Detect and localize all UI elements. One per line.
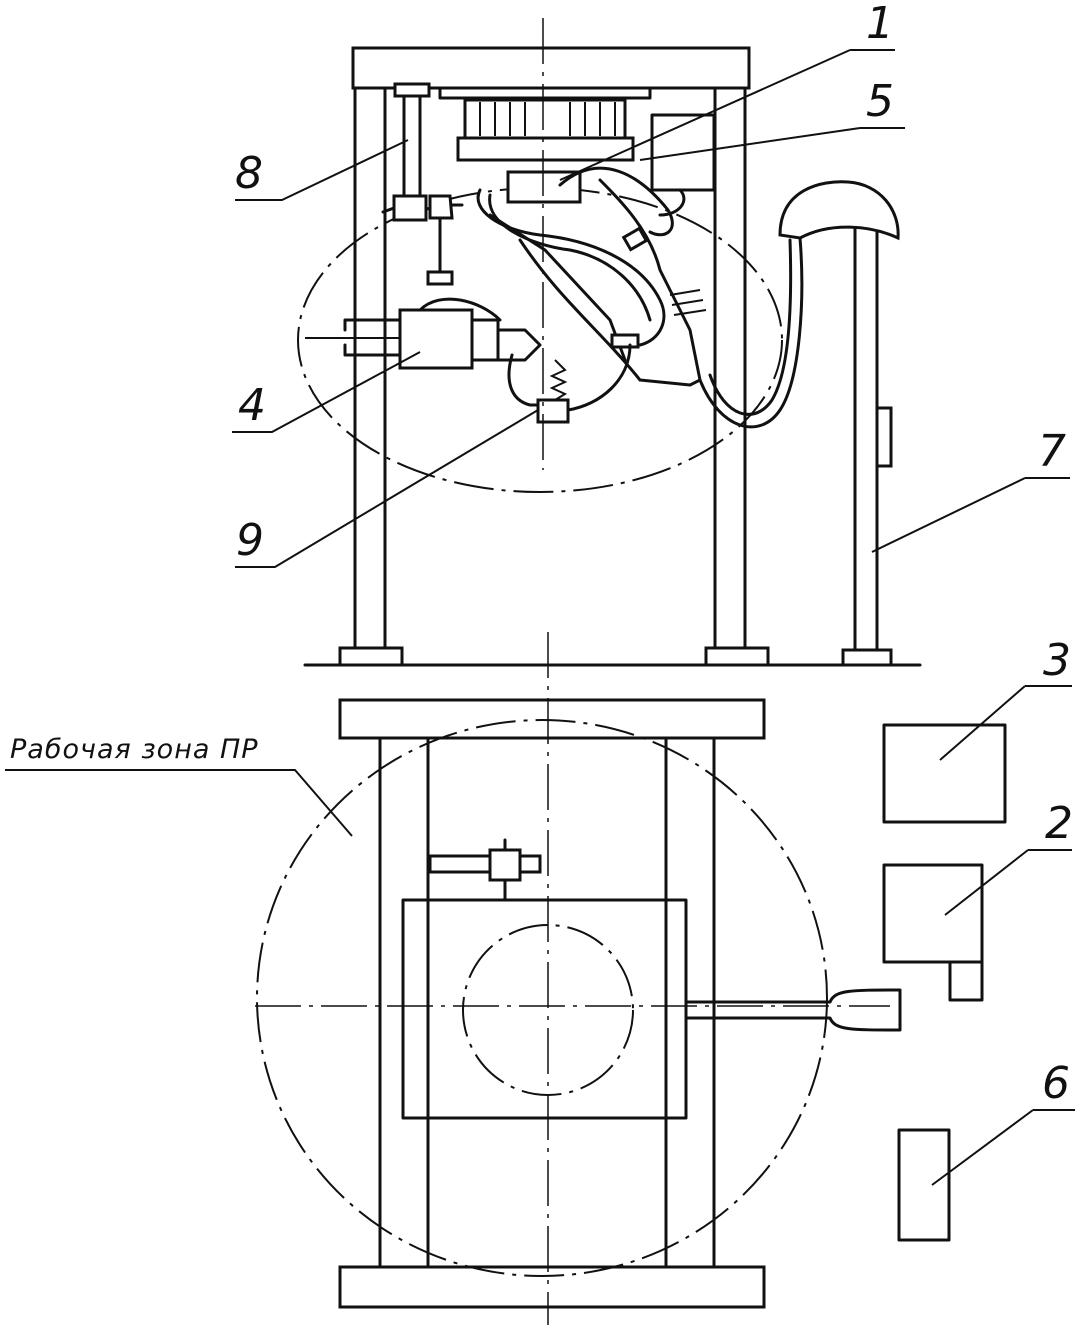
sensor-hose <box>507 353 552 407</box>
callout-labels: 1 2 3 4 5 6 7 8 9 Рабочая зона ПР <box>10 0 1073 1109</box>
callout-4: 4 <box>238 380 266 431</box>
stand-7-hose-inner <box>708 238 793 416</box>
plan-robot-hub <box>488 848 522 882</box>
callout-5: 5 <box>866 76 894 127</box>
unit-3 <box>882 723 1007 824</box>
leader-lines <box>5 49 1075 1186</box>
leader-9 <box>235 409 539 568</box>
stand-7-panel <box>875 406 893 468</box>
gripper-wrist <box>496 328 542 362</box>
mount-plate <box>438 86 652 100</box>
plan-robot-arm <box>428 854 542 874</box>
leader-7 <box>871 477 1070 553</box>
leader-8 <box>235 139 409 201</box>
column-8-cap <box>393 82 431 98</box>
frame-column-right <box>713 86 747 650</box>
plan-view <box>255 632 1007 1325</box>
unit-6 <box>897 1128 951 1242</box>
callout-8: 8 <box>235 148 263 199</box>
arm-link-2 <box>518 238 642 382</box>
cabinet-5 <box>650 113 716 192</box>
callout-3: 3 <box>1043 635 1071 686</box>
stand-7-hose-outer <box>698 236 804 429</box>
spring-plates <box>669 289 707 316</box>
callout-7: 7 <box>1038 426 1066 477</box>
leader-zone <box>5 769 353 837</box>
leader-2 <box>944 849 1072 916</box>
leader-1 <box>559 49 895 181</box>
column-foot-right <box>704 646 770 667</box>
plan-top-beam <box>338 698 766 740</box>
unit-2-attachment <box>948 960 984 1002</box>
working-envelope-side <box>297 187 783 493</box>
gripper-hose <box>418 297 502 322</box>
frame-column-left <box>353 86 387 650</box>
leader-6 <box>931 1109 1075 1186</box>
column-foot-left <box>338 646 404 667</box>
stand-7-foot <box>841 648 893 667</box>
stand-7-hood <box>778 180 900 241</box>
leader-3 <box>939 685 1072 761</box>
plan-bottom-beam <box>338 1265 766 1309</box>
small-valve <box>428 194 454 220</box>
callout-6: 6 <box>1042 1058 1070 1109</box>
stand-7 <box>853 220 879 652</box>
elevation-view <box>297 18 922 667</box>
leader-5 <box>639 127 905 161</box>
hose-loop <box>558 166 674 237</box>
work-table <box>401 898 688 1120</box>
hose-clamp <box>621 226 649 252</box>
callout-1: 1 <box>866 0 894 49</box>
callout-9: 9 <box>236 515 264 566</box>
gripper-jaws <box>343 318 402 357</box>
column-8-rod <box>402 94 422 198</box>
sensor-hose-2 <box>566 343 632 412</box>
plan-column-left <box>378 736 430 1269</box>
arm-base <box>638 378 702 387</box>
working-zone-circle <box>256 719 828 1277</box>
arm-rear <box>598 178 702 382</box>
gripper-coupling <box>470 318 500 362</box>
rotary-unit-ribs <box>479 102 616 136</box>
callout-2: 2 <box>1045 798 1073 849</box>
rotary-unit <box>463 98 627 140</box>
unit-2 <box>882 863 984 964</box>
column-8-block <box>392 194 428 222</box>
small-valve-foot <box>426 270 454 286</box>
robot-carriage <box>456 136 635 162</box>
cabinet-5-cable <box>658 188 686 217</box>
plan-hose-duct <box>684 988 902 1032</box>
arm-hose-1 <box>476 188 666 347</box>
gripper-unit <box>398 308 474 370</box>
frame-top-beam <box>351 46 751 90</box>
working-zone-label: Рабочая зона ПР <box>10 734 259 765</box>
arm-joint <box>610 333 640 349</box>
leader-4 <box>232 351 421 433</box>
sensor-spring <box>549 359 568 401</box>
